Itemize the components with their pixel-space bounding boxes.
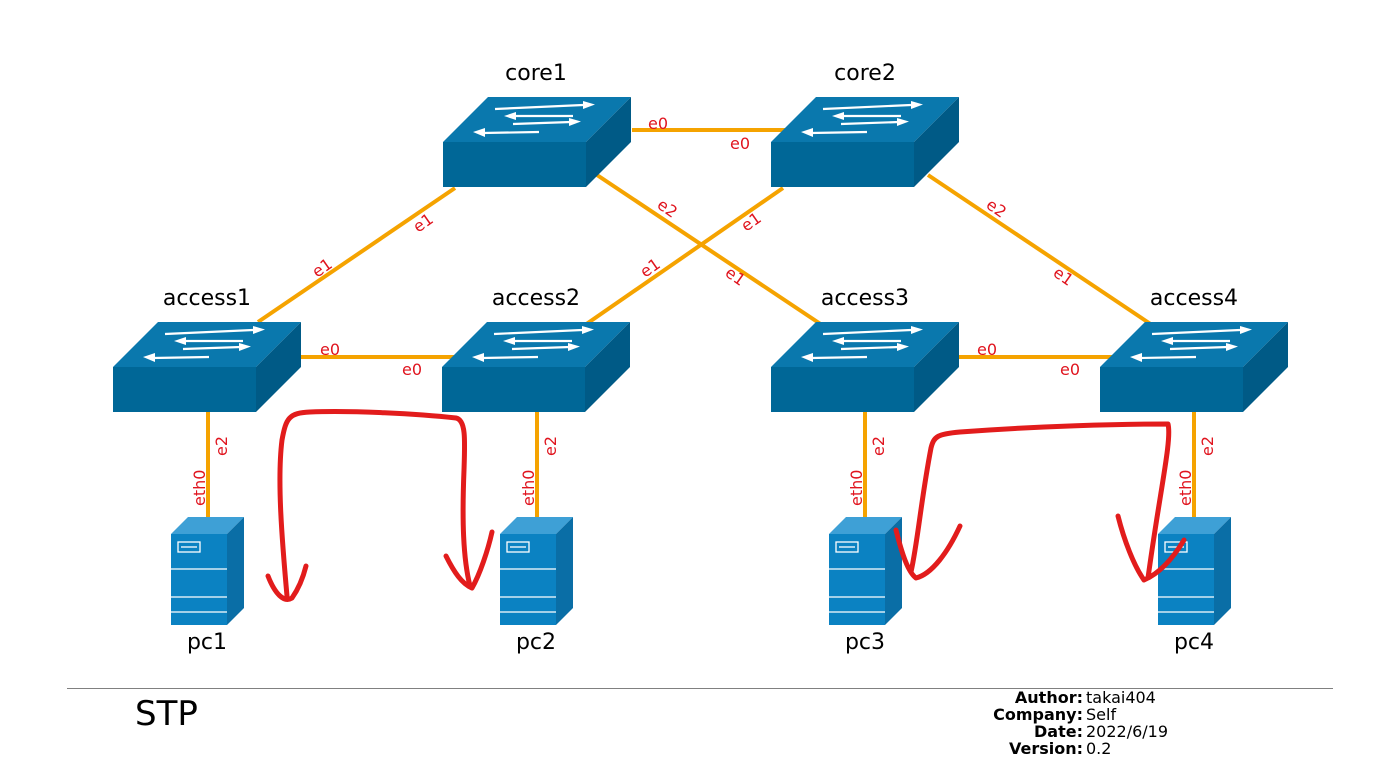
access4-switch-icon[interactable]	[1098, 320, 1290, 414]
port-label: e1	[308, 254, 335, 281]
annotation-arrow-pc1-pc2	[265, 408, 495, 602]
company-value: Self	[1086, 705, 1117, 724]
access3-switch-icon[interactable]	[769, 320, 961, 414]
port-label: e1	[409, 209, 436, 236]
core2-label: core2	[834, 61, 896, 86]
pc1-server-icon[interactable]	[170, 516, 245, 626]
link-core1-access1	[256, 186, 457, 324]
pc4-label: pc4	[1174, 630, 1214, 655]
core1-switch-icon[interactable]	[441, 95, 633, 189]
footer-divider	[67, 688, 1333, 689]
port-label: e0	[648, 114, 668, 133]
access1-label: access1	[163, 286, 251, 311]
port-label: e2	[1198, 436, 1217, 456]
core1-label: core1	[505, 61, 567, 86]
annotation-arrow-pc3-pc4	[893, 421, 1187, 583]
access1-switch-icon[interactable]	[111, 320, 303, 414]
author-value: takai404	[1086, 688, 1156, 707]
version-row: Version:0.2	[960, 740, 1168, 757]
port-label: eth0	[519, 470, 538, 506]
port-label: e1	[1050, 263, 1077, 290]
access4-label: access4	[1150, 286, 1238, 311]
page-title: STP	[135, 694, 198, 734]
link-core2-access4	[926, 173, 1154, 327]
author-key: Author:	[1014, 688, 1083, 707]
port-label: e2	[983, 195, 1010, 222]
port-label: e0	[402, 360, 422, 379]
company-row: Company:Self	[960, 706, 1168, 723]
port-label: e0	[977, 340, 997, 359]
port-label: e1	[636, 254, 663, 281]
company-key: Company:	[993, 705, 1083, 724]
port-label: eth0	[190, 470, 209, 506]
access2-label: access2	[492, 286, 580, 311]
link-core2-access2	[583, 186, 785, 327]
version-value: 0.2	[1086, 739, 1112, 758]
document-metadata: Author:takai404 Company:Self Date:2022/6…	[960, 689, 1168, 757]
core2-switch-icon[interactable]	[769, 95, 961, 189]
pc3-label: pc3	[845, 630, 885, 655]
port-label: e2	[541, 436, 560, 456]
author-row: Author:takai404	[960, 689, 1168, 706]
port-label: eth0	[1176, 470, 1195, 506]
pc4-server-icon[interactable]	[1157, 516, 1232, 626]
access3-label: access3	[821, 286, 909, 311]
port-label: eth0	[847, 470, 866, 506]
pc1-label: pc1	[187, 630, 227, 655]
pc2-label: pc2	[516, 630, 556, 655]
access2-switch-icon[interactable]	[440, 320, 632, 414]
port-label: e1	[722, 263, 749, 290]
port-label: e2	[212, 436, 231, 456]
version-key: Version:	[1008, 739, 1083, 758]
date-row: Date:2022/6/19	[960, 723, 1168, 740]
date-value: 2022/6/19	[1086, 722, 1169, 741]
port-label: e0	[320, 340, 340, 359]
pc2-server-icon[interactable]	[499, 516, 574, 626]
link-core1-access3	[595, 173, 824, 327]
port-label: e0	[730, 134, 750, 153]
pc3-server-icon[interactable]	[828, 516, 903, 626]
port-label: e0	[1060, 360, 1080, 379]
date-key: Date:	[1034, 722, 1083, 741]
port-label: e1	[737, 208, 764, 235]
port-label: e2	[869, 436, 888, 456]
